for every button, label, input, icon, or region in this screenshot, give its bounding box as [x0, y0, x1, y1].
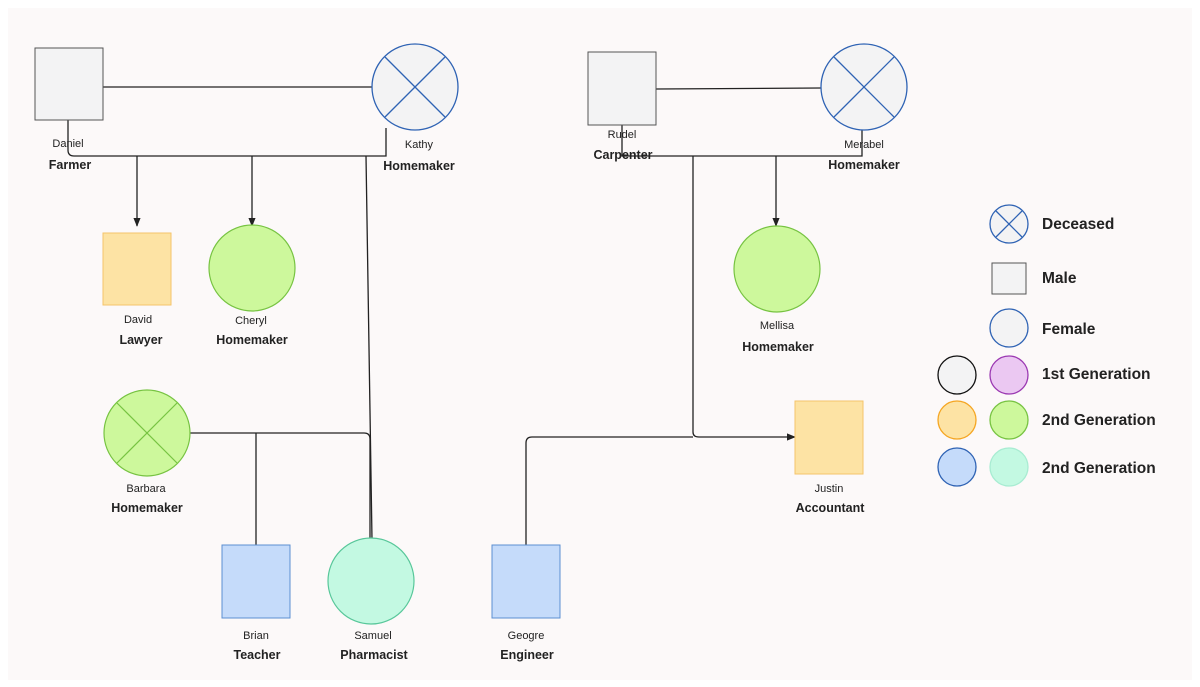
samuel-name: Samuel — [354, 630, 391, 642]
david-name: David — [124, 314, 152, 326]
mellisa-name: Mellisa — [760, 320, 795, 332]
justin-role: Accountant — [796, 501, 866, 515]
brian-role: Teacher — [233, 648, 280, 662]
barbara-deceased-female-circle[interactable] — [103, 389, 191, 477]
brian-male-square[interactable] — [221, 544, 291, 619]
cheryl-name: Cheryl — [235, 315, 267, 327]
line-to-geogre — [525, 436, 693, 545]
children-bar-left — [67, 120, 387, 157]
merabel-deceased-female-circle[interactable] — [820, 43, 908, 131]
legend-gen2a-label: 2nd Generation — [1042, 412, 1156, 429]
legend-gen2-female-swatch — [989, 400, 1029, 440]
legend-gen3-female-swatch — [989, 447, 1029, 487]
legend-gen2b-label: 2nd Generation — [1042, 460, 1156, 477]
brian-name: Brian — [243, 630, 269, 642]
legend-female-icon — [989, 308, 1029, 348]
legend-male-label: Male — [1042, 270, 1077, 287]
merabel-role: Homemaker — [828, 158, 900, 172]
samuel-circle[interactable] — [327, 537, 415, 625]
legend-deceased-icon — [989, 204, 1029, 244]
legend-male-icon — [991, 262, 1027, 295]
legend-gen1-male-swatch — [937, 355, 977, 395]
justin-name: Justin — [815, 483, 844, 495]
daniel-male-square[interactable] — [34, 47, 104, 121]
daniel-name: Daniel — [52, 138, 83, 150]
kathy-deceased-female-circle[interactable] — [371, 43, 459, 131]
cheryl-female-circle[interactable] — [208, 224, 296, 312]
cheryl-role: Homemaker — [216, 333, 288, 347]
rudel-male-square[interactable] — [587, 51, 657, 126]
barbara-name: Barbara — [126, 483, 166, 495]
geogre-male-square[interactable] — [491, 544, 561, 619]
rudel-role: Carpenter — [593, 148, 652, 162]
legend-female-label: Female — [1042, 321, 1096, 338]
legend-gen1-female-swatch — [989, 355, 1029, 395]
legend-gen1-label: 1st Generation — [1042, 366, 1151, 383]
marriage-line-rudel-merabel — [655, 87, 822, 90]
kathy-name: Kathy — [405, 139, 434, 151]
children-bar-right — [621, 125, 863, 157]
geogre-name: Geogre — [508, 630, 545, 642]
daniel-role: Farmer — [49, 158, 92, 172]
legend: Deceased Male Female 1st Generation 2nd … — [937, 204, 1156, 487]
mellisa-female-circle[interactable] — [733, 225, 821, 313]
rudel-name: Rudel — [608, 129, 637, 141]
connectors — [67, 86, 863, 545]
arrow-to-justin — [692, 156, 796, 441]
geogre-role: Engineer — [500, 648, 554, 662]
merabel-name: Merabel — [844, 139, 884, 151]
line-to-samuel — [365, 155, 373, 541]
barbara-role: Homemaker — [111, 501, 183, 515]
kathy-role: Homemaker — [383, 159, 455, 173]
justin-male-square[interactable] — [794, 400, 864, 475]
david-role: Lawyer — [119, 333, 162, 347]
legend-deceased-label: Deceased — [1042, 216, 1114, 233]
david-male-square[interactable] — [102, 232, 172, 306]
legend-gen3-male-swatch — [937, 447, 977, 487]
mellisa-role: Homemaker — [742, 340, 814, 354]
legend-gen2-male-swatch — [937, 400, 977, 440]
marriage-line-barbara — [190, 432, 371, 540]
samuel-role: Pharmacist — [340, 648, 408, 662]
